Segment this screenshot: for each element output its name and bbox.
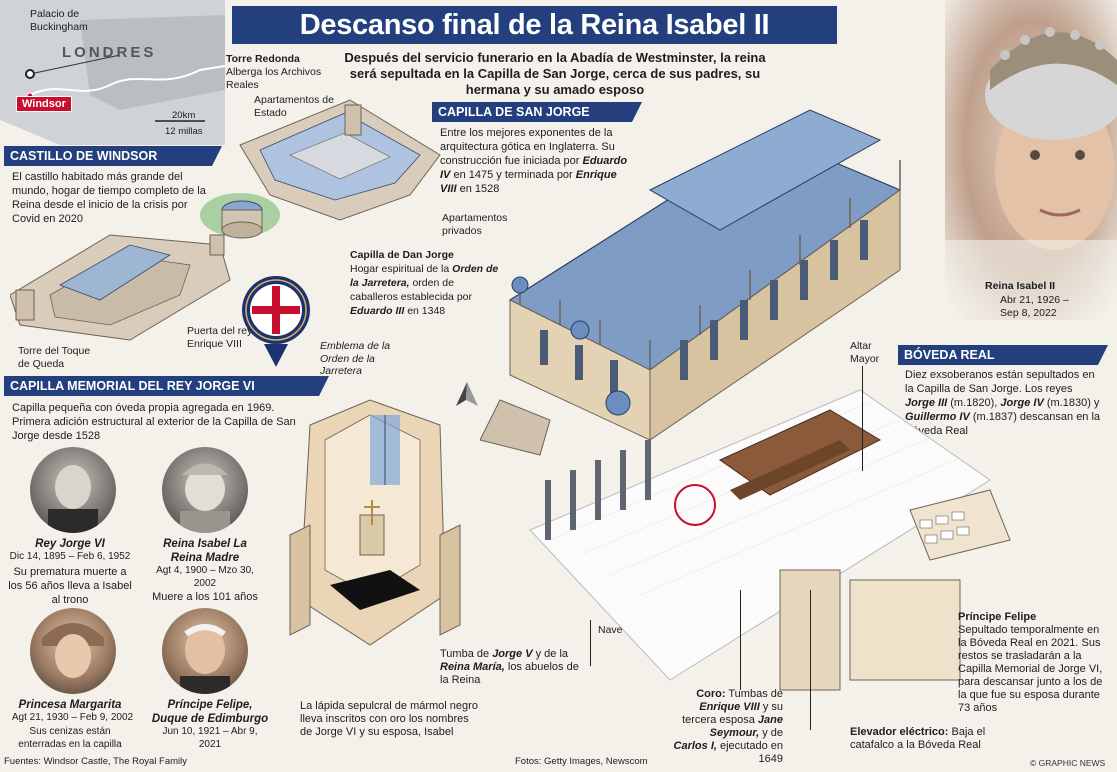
castle-section-title: CASTILLO DE WINDSOR: [4, 146, 222, 166]
tomb-king: Jorge V: [492, 648, 533, 660]
vault-king-1-date: (m.1820),: [950, 397, 998, 409]
round-tower-title: Torre Redonda: [226, 53, 300, 65]
lift-caption: Elevador eléctrico: Baja el catafalco a …: [850, 726, 995, 752]
lift-title: Elevador eléctrico:: [850, 726, 949, 738]
windsor-castle-illustration: [10, 99, 441, 341]
palace-label: Palacio de Buckingham: [30, 8, 88, 33]
tomb-george-v: Tumba de Jorge V y de la Reina María, lo…: [440, 648, 580, 687]
st-george-desc: Entre los mejores exponentes de la arqui…: [440, 126, 635, 196]
chapel-interior-cutaway: [529, 389, 1011, 691]
footer-sources: Fuentes: Windsor Castle, The Royal Famil…: [4, 756, 188, 767]
st-george-king-2: Enrique VIII: [440, 169, 617, 195]
garter-emblem-caption: Emblema de la Orden de la Jarretera: [320, 340, 391, 377]
st-george-chapel-illustration: [480, 109, 902, 456]
portrait-margaret: [30, 608, 116, 694]
vault-king-1: Jorge III: [905, 397, 948, 409]
person-1-name: Reina Isabel La Reina Madre: [163, 538, 247, 564]
person-2-dates: Agt 21, 1930 – Feb 9, 2002: [11, 712, 134, 723]
coro-text-2: y su tercera esposa: [682, 701, 783, 726]
vault-king-2: Jorge IV: [1000, 397, 1044, 409]
coro-king-3: Carlos I,: [673, 740, 717, 752]
person-0-note: Su prematura muerte a los 56 años lleva …: [8, 566, 132, 606]
round-tower-desc: Alberga los Archivos Reales: [226, 66, 322, 91]
private-apartments-label: Apartamentos privados: [442, 212, 508, 237]
coro-king-2: Jane Seymour,: [709, 714, 783, 739]
order-name: Orden de la Jarretera,: [350, 263, 499, 289]
north-arrow-icon: [456, 382, 478, 406]
coro-text-1: Tumbas de: [728, 688, 783, 700]
altar-leader: [862, 366, 863, 471]
vault-king-2-date: (m.1830) y: [1046, 397, 1100, 409]
philip-title: Príncipe Felipe: [958, 611, 1037, 623]
footer-credit: © GRAPHIC NEWS: [1030, 758, 1106, 768]
vault-desc-1: Diez exsoberanos están sepultados en la …: [905, 369, 1095, 395]
memorial-section-title: CAPILLA MEMORIAL DEL REY JORGE VI: [4, 376, 329, 396]
garter-king: Eduardo III: [350, 305, 405, 317]
page-title: Descanso final de la Reina Isabel II: [232, 6, 837, 44]
coro-text-4: ejecutado en 1649: [720, 740, 783, 765]
garter-emblem: [242, 276, 310, 367]
coro-caption: Coro: Tumbas de Enrique VIII y su tercer…: [673, 688, 783, 766]
queen-portrait: [945, 0, 1117, 320]
tomb-text-1: Tumba de: [440, 648, 490, 660]
garter-chapel-desc: Hogar espiritual de la Orden de la Jarre…: [350, 262, 500, 318]
person-3-name: Príncipe Felipe, Duque de Edimburgo: [151, 699, 269, 725]
scale-km: 20km: [172, 110, 196, 121]
vault-section-title: BÓVEDA REAL: [898, 345, 1108, 365]
tomb-text-2: y de la: [535, 648, 569, 660]
person-3-dates: Jun 10, 1921 – Abr 9, 2021: [162, 726, 258, 750]
queen-died: Sep 8, 2022: [1000, 307, 1057, 319]
coro-king-1: Enrique VIII: [699, 701, 760, 713]
coro-text-3: y de: [762, 727, 783, 739]
person-1-dates: Agt 4, 1900 – Mzo 30, 2002: [156, 565, 254, 589]
st-george-section-title: CAPILLA DE SAN JORGE: [432, 102, 642, 122]
portrait-queen-mother: [162, 447, 248, 533]
page-subtitle: Después del servicio funerario en la Aba…: [344, 50, 766, 97]
vault-description: Diez exsoberanos están sepultados en la …: [905, 368, 1105, 438]
person-0-name: Rey Jorge VI: [35, 538, 105, 550]
vault-king-3: Guillermo IV: [905, 411, 970, 423]
lift-leader: [810, 590, 811, 730]
person-1-note: Muere a los 101 años: [152, 591, 258, 603]
portrait-philip: [162, 608, 248, 694]
windsor-label: Windsor: [16, 96, 72, 112]
memorial-chapel-illustration: [289, 399, 461, 646]
tomb-text-3: los abuelos de la Reina: [440, 661, 579, 686]
tomb-leader: [590, 620, 591, 666]
garter-desc-3: en 1348: [407, 305, 446, 317]
person-0-dates: Dic 14, 1895 – Feb 6, 1952: [9, 551, 131, 562]
st-george-desc-1: Entre los mejores exponentes de la arqui…: [440, 127, 615, 167]
person-2-name: Princesa Margarita: [18, 699, 122, 711]
lift-desc: Baja el catafalco a la Bóveda Real: [850, 726, 986, 751]
garter-desc-2: orden de caballeros establecida por: [350, 277, 472, 303]
memorial-description: Capilla pequeña con óveda propia agregad…: [12, 402, 296, 442]
tomb-queen: Reina María,: [440, 661, 505, 673]
garter-chapel-title: Capilla de Dan Jorge: [350, 249, 454, 261]
philip-desc: Sepultado temporalmente en la Bóveda Rea…: [958, 624, 1103, 714]
coro-leader: [740, 590, 741, 690]
nave-label: Nave: [598, 624, 623, 636]
henry-gate-label: Puerta del rey Enrique VIII: [187, 325, 253, 350]
queen-name: Reina Isabel II: [985, 280, 1056, 292]
scale-miles: 12 millas: [165, 126, 203, 137]
castle-description: El castillo habitado más grande del mund…: [12, 171, 206, 225]
footer-photos: Fotos: Getty Images, Newscom: [515, 756, 648, 767]
st-george-desc-3: en 1528: [459, 183, 500, 195]
person-2-note: Sus cenizas están enterradas en la capil…: [18, 726, 122, 750]
queen-born: Abr 21, 1926 –: [1000, 294, 1069, 306]
curfew-tower-label: Torre del Toque de Queda: [18, 345, 91, 370]
st-george-desc-2: en 1475 y terminada por: [453, 169, 573, 181]
garter-desc-1: Hogar espiritual de la: [350, 263, 450, 275]
coro-title: Coro:: [696, 688, 726, 700]
state-apartments-label: Apartamentos de Estado: [254, 94, 334, 119]
portrait-george-vi: [30, 447, 116, 533]
city-label: LONDRES: [62, 44, 157, 61]
altar-label: Altar Mayor: [850, 340, 880, 365]
st-george-king-1: Eduardo IV: [440, 155, 628, 181]
ledger-caption: La lápida sepulcral de mármol negro llev…: [300, 700, 478, 738]
